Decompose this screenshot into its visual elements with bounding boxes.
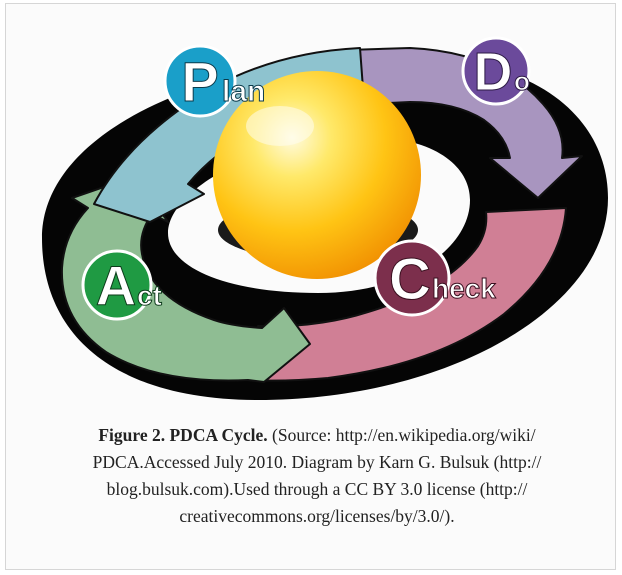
plan-letter: P bbox=[181, 50, 218, 113]
caption-line-3: blog.bulsuk.com).Used through a CC BY 3.… bbox=[106, 479, 528, 499]
do-badge: D o bbox=[461, 36, 531, 106]
check-badge: C heck bbox=[373, 239, 497, 317]
caption-line-4: creativecommons.org/licenses/by/3.0/). bbox=[179, 506, 455, 526]
figure-frame: P lan D o C heck A ct Figure 2. PDCA Cyc… bbox=[5, 3, 616, 570]
act-badge: A ct bbox=[81, 249, 162, 321]
act-circle bbox=[81, 249, 153, 321]
caption-line-1-rest: (Source: http://en.wikipedia.org/wiki/ bbox=[267, 425, 536, 445]
act-letter: A bbox=[96, 254, 136, 317]
caption-label: Figure 2. PDCA Cycle. bbox=[98, 425, 268, 445]
act-arc bbox=[60, 175, 311, 383]
check-suffix: heck bbox=[432, 273, 496, 304]
pdca-diagram: P lan D o C heck A ct bbox=[42, 36, 608, 400]
check-circle bbox=[373, 239, 451, 317]
do-circle bbox=[461, 36, 531, 106]
do-suffix: o bbox=[514, 66, 530, 96]
act-suffix: ct bbox=[137, 280, 162, 311]
figure-caption: Figure 2. PDCA Cycle. (Source: http://en… bbox=[26, 422, 608, 530]
do-letter: D bbox=[474, 42, 513, 102]
check-letter: C bbox=[389, 247, 431, 312]
plan-badge: P lan bbox=[163, 44, 266, 118]
plan-suffix: lan bbox=[222, 75, 265, 108]
caption-line-2: PDCA.Accessed July 2010. Diagram by Karn… bbox=[92, 452, 542, 472]
plan-circle bbox=[163, 44, 237, 118]
caption-line-1: Figure 2. PDCA Cycle. (Source: http://en… bbox=[26, 422, 608, 449]
sphere-highlight bbox=[246, 106, 314, 146]
